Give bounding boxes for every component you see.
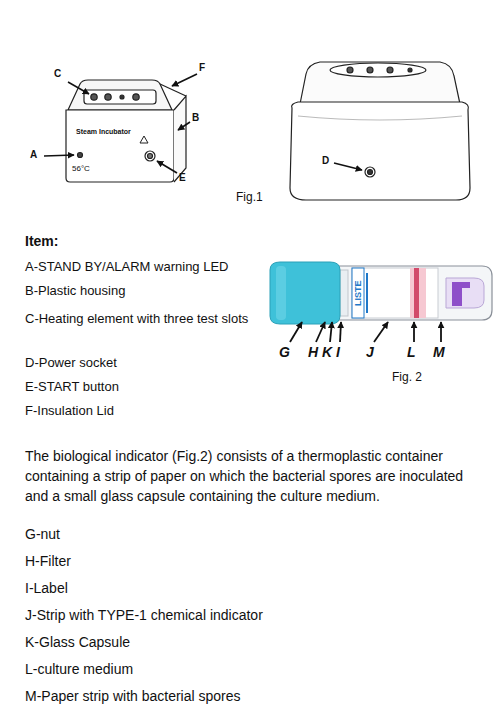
callout-letter: L [407, 344, 416, 362]
item-text: E-START button [25, 379, 119, 395]
vial-brand: LISTE [353, 280, 364, 306]
item-text: D-Power socket [25, 355, 117, 371]
figure-caption: Fig. 2 [392, 370, 422, 385]
callout-letter: M [433, 344, 445, 362]
paragraph-text: The biological indicator (Fig.2) consist… [25, 446, 485, 506]
leader-lines [44, 74, 362, 173]
item-text: C-Heating element with three test slots [25, 307, 250, 331]
leader-lines [290, 322, 441, 342]
item-text: F-Insulation Lid [25, 403, 114, 419]
callout-letter: C [54, 68, 61, 81]
item-text: A-STAND BY/ALARM warning LED [25, 259, 229, 275]
callout-letter: K [322, 344, 332, 362]
device-text: Steam Incubator [76, 128, 131, 137]
device-text: 56°C [72, 164, 90, 174]
incubator-front-view [66, 80, 186, 182]
callout-letter: J [366, 344, 374, 362]
callout-letter: H [308, 344, 318, 362]
callout-letter: E [179, 172, 186, 185]
biological-indicator-vial [270, 262, 492, 324]
item-text: B-Plastic housing [25, 283, 125, 299]
callout-letter: I [336, 344, 340, 362]
part-text: K-Glass Capsule [25, 634, 130, 652]
callout-letter: G [279, 344, 290, 362]
part-text: I-Label [25, 580, 68, 598]
part-text: H-Filter [25, 553, 71, 571]
part-text: M-Paper strip with bacterial spores [25, 688, 241, 706]
callout-letter: D [322, 155, 329, 168]
callout-letter: F [199, 62, 205, 75]
part-text: G-nut [25, 526, 60, 544]
part-text: L-culture medium [25, 661, 133, 679]
callout-letter: B [192, 112, 199, 125]
list-heading: Item: [25, 233, 58, 251]
part-text: J-Strip with TYPE-1 chemical indicator [25, 607, 263, 625]
incubator-rear-view [290, 62, 470, 200]
figure-caption: Fig.1 [236, 190, 263, 205]
callout-letter: A [30, 149, 37, 162]
